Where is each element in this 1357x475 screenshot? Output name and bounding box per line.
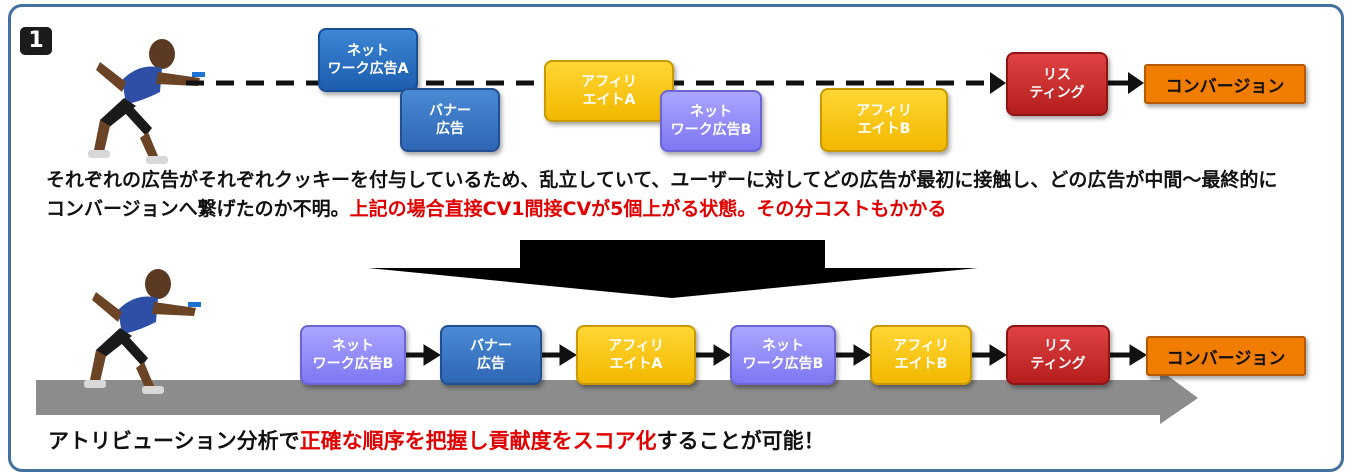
top-box-network-ad-a: ネット ワーク広告A xyxy=(318,28,418,92)
bottom-box-banner-ad: バナー 広告 xyxy=(440,325,542,385)
top-box-listing: リス ティング xyxy=(1006,52,1108,116)
bottom-box-listing: リス ティング xyxy=(1006,325,1110,385)
conclusion-part1: アトリビューション分析で xyxy=(48,429,300,453)
runner-bottom-icon xyxy=(84,269,201,394)
conclusion-text: アトリビューション分析で正確な順序を把握し貢献度をスコア化することが可能！ xyxy=(48,425,825,455)
conclusion-highlight: 正確な順序を把握し貢献度をスコア化 xyxy=(299,429,657,453)
step-badge: 1 xyxy=(20,27,52,55)
description-highlight: 上記の場合直接CV1間接CVが5個上がる状態。その分コストもかかる xyxy=(349,198,947,220)
top-box-banner-ad: バナー 広告 xyxy=(400,88,500,152)
conclusion-part3: することが可能！ xyxy=(656,429,825,453)
top-box-affiliate-a: アフィリ エイトA xyxy=(544,60,674,122)
bottom-box-affiliate-a: アフィリ エイトA xyxy=(576,325,696,385)
top-box-network-ad-b: ネット ワーク広告B xyxy=(660,90,762,152)
bottom-box-network-ad-b-1: ネット ワーク広告B xyxy=(300,325,406,385)
bottom-conversion: コンバージョン xyxy=(1146,336,1306,376)
top-conversion: コンバージョン xyxy=(1144,64,1306,104)
bottom-box-network-ad-b-2: ネット ワーク広告B xyxy=(730,325,836,385)
top-box-affiliate-b: アフィリ エイトB xyxy=(820,88,948,152)
description-text: それぞれの広告がそれぞれクッキーを付与しているため、乱立していて、ユーザーに対し… xyxy=(46,166,1296,224)
bottom-box-affiliate-b: アフィリ エイトB xyxy=(870,325,972,385)
description-main: それぞれの広告がそれぞれクッキーを付与しているため、乱立していて、ユーザーに対し… xyxy=(46,169,1278,220)
